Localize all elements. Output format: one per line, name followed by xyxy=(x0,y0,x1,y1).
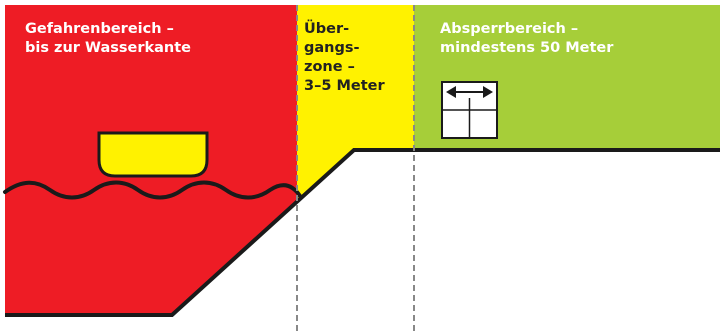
water-wave-line xyxy=(3,180,302,200)
transition-zone-label: Über- gangs- zone – 3–5 Meter xyxy=(304,21,385,94)
bank-profile-line xyxy=(5,148,720,317)
barrier-sign-icon xyxy=(441,81,498,139)
ground-area xyxy=(5,150,720,334)
boat-icon xyxy=(97,131,209,178)
barrier-zone-label: Absperrbereich – mindestens 50 Meter xyxy=(440,21,614,56)
danger-zone-label: Gefahrenbereich – bis zur Wasserkante xyxy=(25,21,192,56)
